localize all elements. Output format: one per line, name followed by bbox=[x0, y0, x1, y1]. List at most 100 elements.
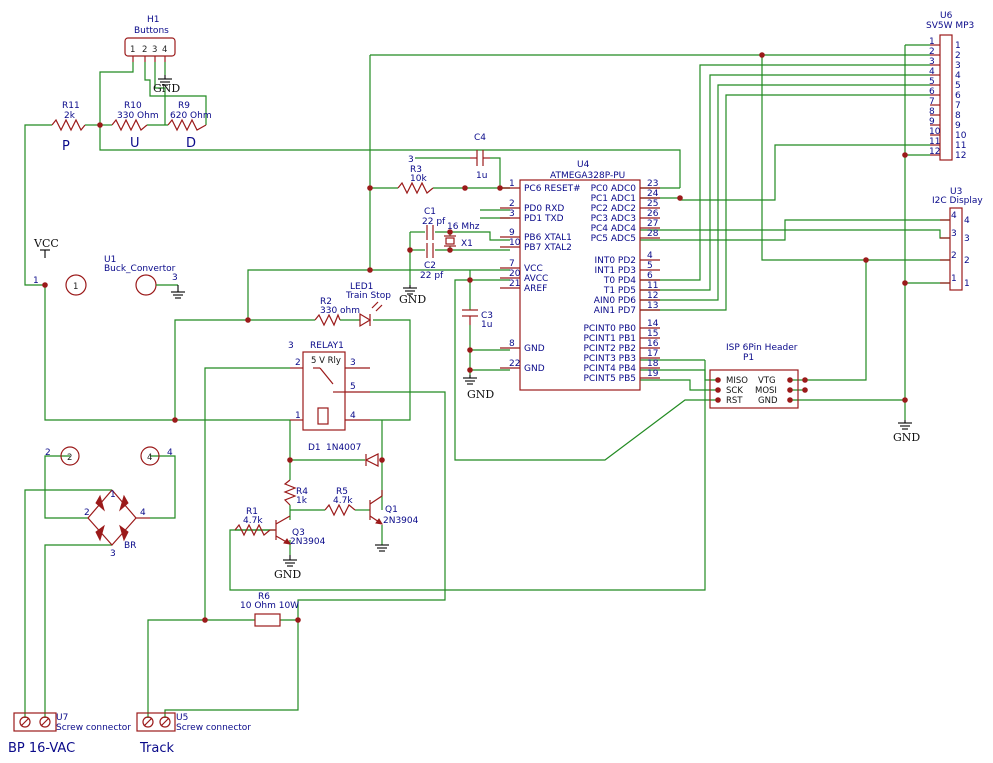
r6-ref: R6 bbox=[258, 592, 270, 602]
u4-pin-name: PC6 RESET# bbox=[524, 184, 581, 194]
u1-pin1-label: 1 bbox=[33, 276, 39, 286]
u6-pin-label: 1 bbox=[955, 41, 961, 51]
u4-pin-number: 18 bbox=[647, 359, 659, 369]
term-4-label: 4 bbox=[167, 448, 173, 458]
r3-value: 10k bbox=[410, 174, 427, 184]
u6-pin-label: 2 bbox=[955, 51, 961, 61]
u6-pin-number: 11 bbox=[929, 137, 940, 147]
r1-value: 4.7k bbox=[243, 516, 263, 526]
r10-value: 330 Ohm bbox=[117, 111, 159, 121]
relay1-ref: RELAY1 bbox=[310, 341, 344, 351]
h1-pin-2: 2 bbox=[142, 45, 147, 55]
u4-pin-number: 2 bbox=[509, 199, 515, 209]
u6-pin-number: 7 bbox=[929, 97, 935, 107]
r4-ref: R4 bbox=[296, 487, 308, 497]
u4-pin-number: 25 bbox=[647, 199, 658, 209]
gnd-label: GND bbox=[153, 82, 180, 95]
ground-symbol bbox=[463, 375, 477, 385]
u4-pin-name: AREF bbox=[524, 284, 547, 294]
u4-pin-number: 6 bbox=[647, 271, 653, 281]
u4-pin-number: 3 bbox=[509, 209, 515, 219]
capacitor-c4: C4 1u 3 bbox=[408, 133, 490, 181]
junctions bbox=[42, 52, 908, 623]
term-2-label: 2 bbox=[45, 448, 51, 458]
u4-pin-number: 9 bbox=[509, 228, 515, 238]
relay1-pin-2: 2 bbox=[295, 358, 301, 368]
u4-pin-number: 11 bbox=[647, 281, 658, 291]
p1-miso: MISO bbox=[726, 376, 748, 386]
q1-value: 2N3904 bbox=[383, 516, 419, 526]
u4-pin-name: INT0 PD2 bbox=[594, 256, 636, 266]
relay1-value: 5 V Rly bbox=[311, 356, 341, 366]
u4-pin-name: GND bbox=[524, 344, 545, 354]
resistor-r5: R5 4.7k bbox=[324, 487, 356, 517]
u4-pin-number: 12 bbox=[647, 291, 658, 301]
led1-ref: LED1 bbox=[350, 282, 373, 292]
led1-train-stop: LED1 Train Stop bbox=[345, 282, 391, 328]
ground-symbol bbox=[283, 555, 297, 567]
bridge-rectifier-br: 2 2 4 4 1 2 3 4 BR bbox=[45, 446, 173, 559]
c4-pin: 3 bbox=[408, 155, 414, 165]
u1-ref: U1 bbox=[104, 255, 116, 265]
u6-pin-label: 6 bbox=[955, 91, 961, 101]
u7-value: Screw connector bbox=[56, 723, 131, 733]
d1-ref: D1 bbox=[308, 443, 321, 453]
c4-ref: C4 bbox=[474, 133, 486, 143]
u4-pin-name: PCINT0 PB0 bbox=[583, 324, 636, 334]
resistor-r3: R3 10k 3 bbox=[397, 165, 434, 195]
u4-pin-name: VCC bbox=[524, 264, 543, 274]
br-ref: BR bbox=[124, 541, 136, 551]
r6-value: 10 Ohm 10W bbox=[240, 601, 299, 611]
x1-value: 16 Mhz bbox=[447, 222, 480, 232]
crystal-x1: 16 Mhz X1 bbox=[444, 222, 480, 249]
p1-rst: RST bbox=[726, 396, 743, 406]
u4-pin-name: PCINT2 PB2 bbox=[583, 344, 636, 354]
resistor-r1: R1 4.7k bbox=[234, 507, 271, 537]
u3-pin-label: 2 bbox=[964, 256, 970, 266]
p1-ref: P1 bbox=[743, 353, 754, 363]
u6-pin-label: 5 bbox=[955, 81, 961, 91]
u5-screw-connector: U5 Screw connector Track bbox=[136, 712, 251, 756]
u4-pin-number: 26 bbox=[647, 209, 659, 219]
u4-pin-number: 13 bbox=[647, 301, 658, 311]
br-pin-2: 2 bbox=[84, 508, 90, 518]
c1-value: 22 pf bbox=[422, 217, 446, 227]
u6-pin-label: 9 bbox=[955, 121, 961, 131]
u6-ref: U6 bbox=[940, 11, 953, 21]
u4-pin-name: T0 PD4 bbox=[603, 276, 636, 286]
u4-pin-number: 5 bbox=[647, 261, 653, 271]
relay1-pin-3: 3 bbox=[350, 358, 356, 368]
u6-pin-label: 7 bbox=[955, 101, 961, 111]
gnd-label: GND bbox=[467, 388, 494, 401]
u3-pin-number: 1 bbox=[951, 274, 957, 284]
relay1-pin-5: 5 bbox=[350, 382, 356, 392]
r2-value: 330 ohm bbox=[320, 306, 360, 316]
u4-pin-number: 22 bbox=[509, 359, 520, 369]
u6-pin-number: 12 bbox=[929, 147, 940, 157]
u3-pin-number: 4 bbox=[951, 211, 957, 221]
vcc-symbol: VCC bbox=[33, 237, 59, 258]
gnd-label: GND bbox=[893, 431, 920, 444]
d1-value: 1N4007 bbox=[326, 443, 361, 453]
p1-gnd: GND bbox=[758, 396, 778, 406]
r11-ref: R11 bbox=[62, 101, 80, 111]
transistor-q1: Q1 2N3904 bbox=[369, 490, 419, 526]
u5-ref: U5 bbox=[176, 713, 188, 723]
u6-pin-number: 10 bbox=[929, 127, 941, 137]
r11-value: 2k bbox=[64, 111, 76, 121]
ground-symbol bbox=[403, 285, 417, 295]
button-d-label: D bbox=[186, 136, 196, 151]
h1-pin-4: 4 bbox=[162, 45, 167, 55]
u6-pin-number: 5 bbox=[929, 77, 935, 87]
vcc-label: VCC bbox=[33, 237, 59, 250]
c3-value: 1u bbox=[481, 320, 492, 330]
u4-pin-number: 20 bbox=[509, 269, 521, 279]
br-pin-1: 1 bbox=[110, 490, 116, 500]
x1-ref: X1 bbox=[461, 239, 473, 249]
u4-pin-name: PD1 TXD bbox=[524, 214, 564, 224]
u4-pin-name: PD0 RXD bbox=[524, 204, 564, 214]
